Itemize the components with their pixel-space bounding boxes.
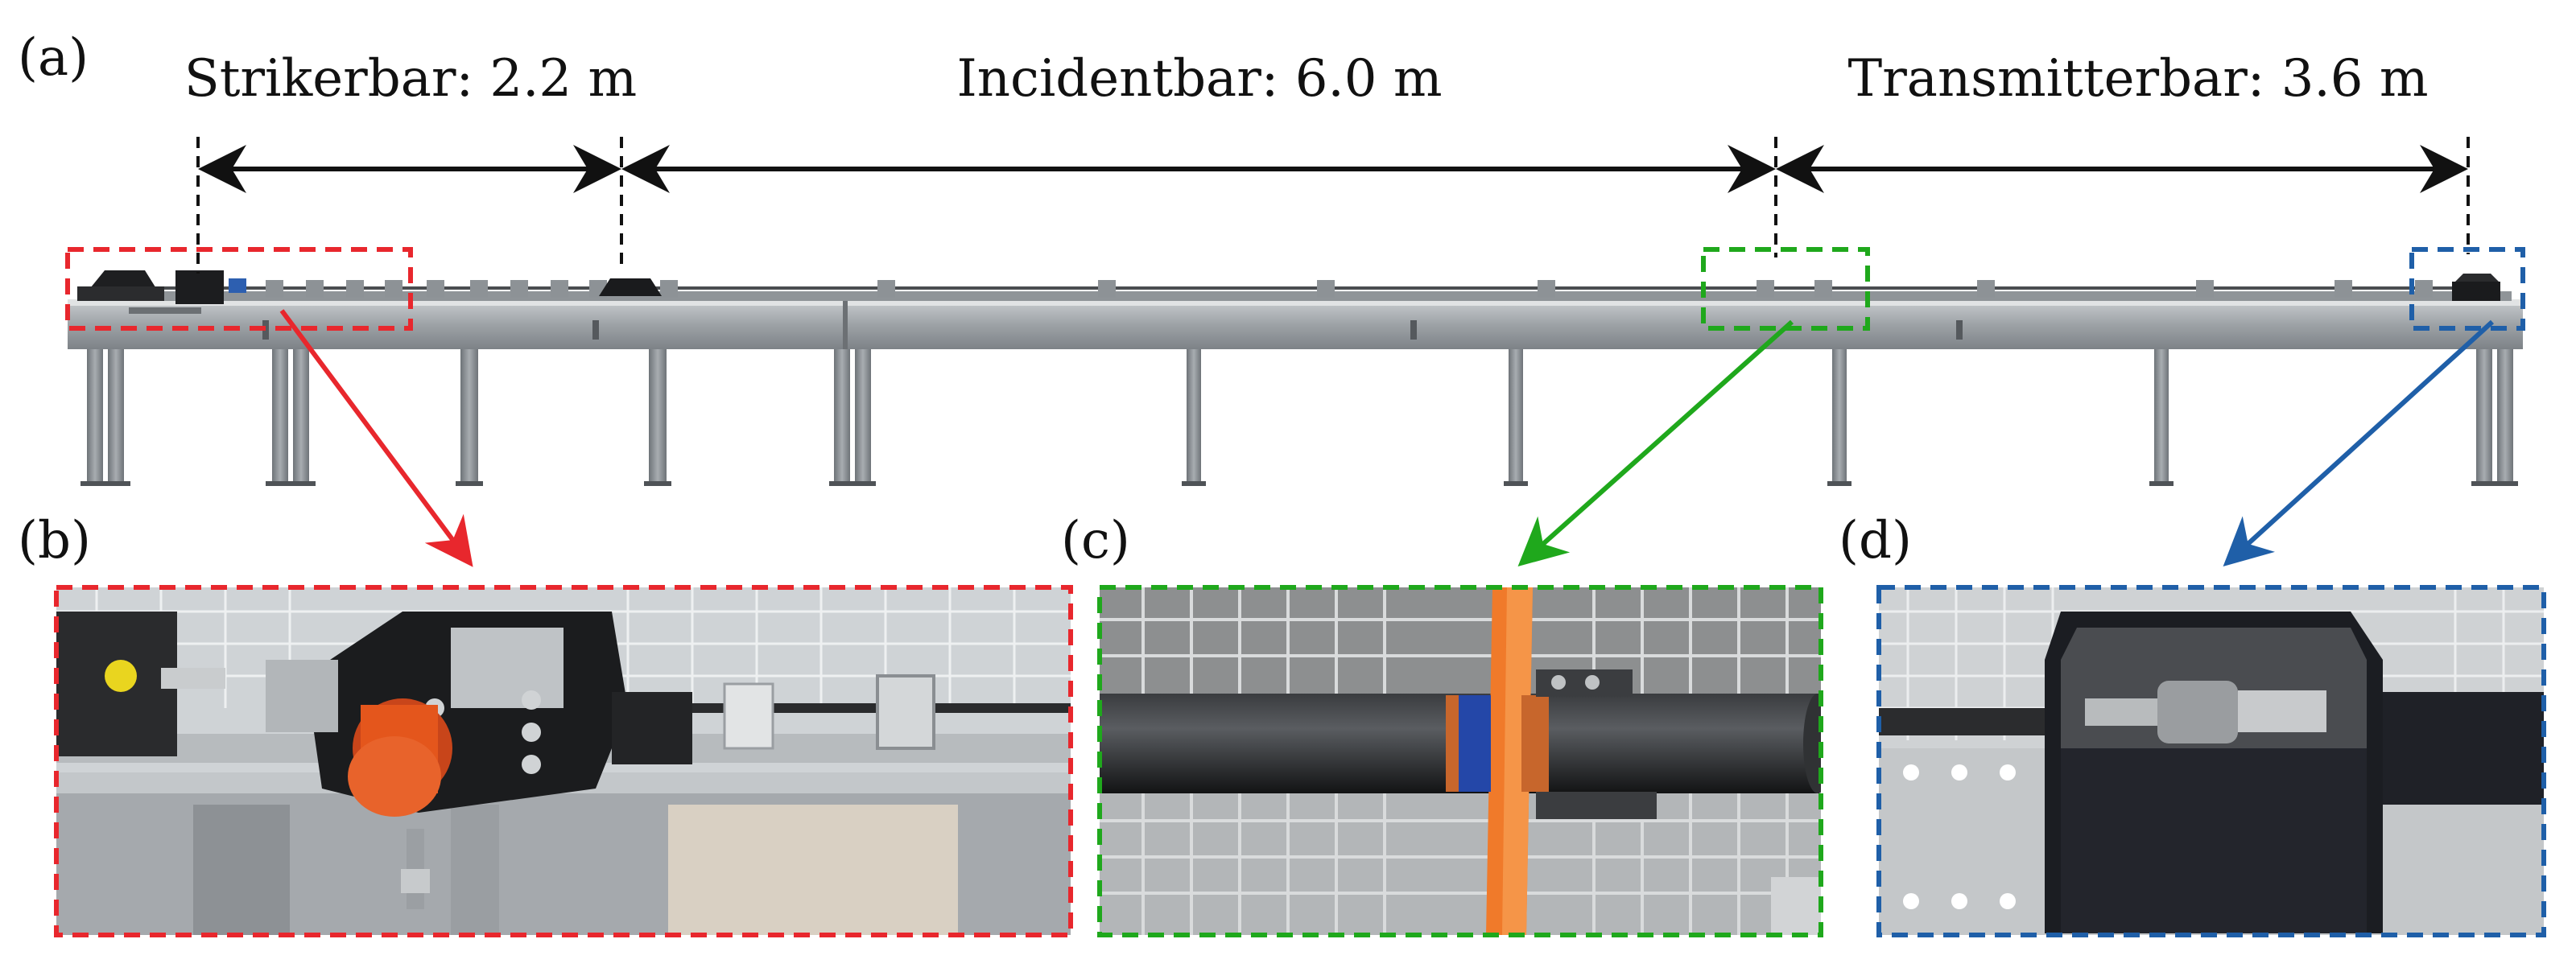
panel-label-c: (c) (1061, 511, 1130, 570)
specimen-photo (1097, 585, 1823, 937)
transmitter-end-highlight-box (2409, 247, 2525, 331)
launcher-photo (54, 585, 1073, 937)
blue-leader-arrow (2223, 319, 2495, 567)
transmitter-bar-length: Transmitterbar: 3.6 m (1847, 49, 2429, 109)
panel-label-d: (d) (1839, 511, 1912, 570)
panel-b-frame (54, 585, 1073, 937)
red-leader-arrow (279, 309, 473, 567)
incident-bar-length: Incidentbar: 6.0 m (956, 49, 1443, 109)
striker-bar-length: Strikerbar: 2.2 m (184, 49, 638, 109)
panel-label-b: (b) (18, 511, 91, 570)
panel-d-frame (1876, 585, 2546, 937)
panel-label-a: (a) (18, 28, 89, 88)
launcher-highlight-box (65, 247, 413, 331)
panel-c-frame (1097, 585, 1823, 937)
overview-apparatus (68, 270, 2523, 486)
dimension-guides (196, 137, 2470, 274)
green-leader-arrow (1517, 319, 1794, 566)
support-beam (68, 299, 2523, 349)
transmitter-end-photo (1876, 585, 2546, 937)
